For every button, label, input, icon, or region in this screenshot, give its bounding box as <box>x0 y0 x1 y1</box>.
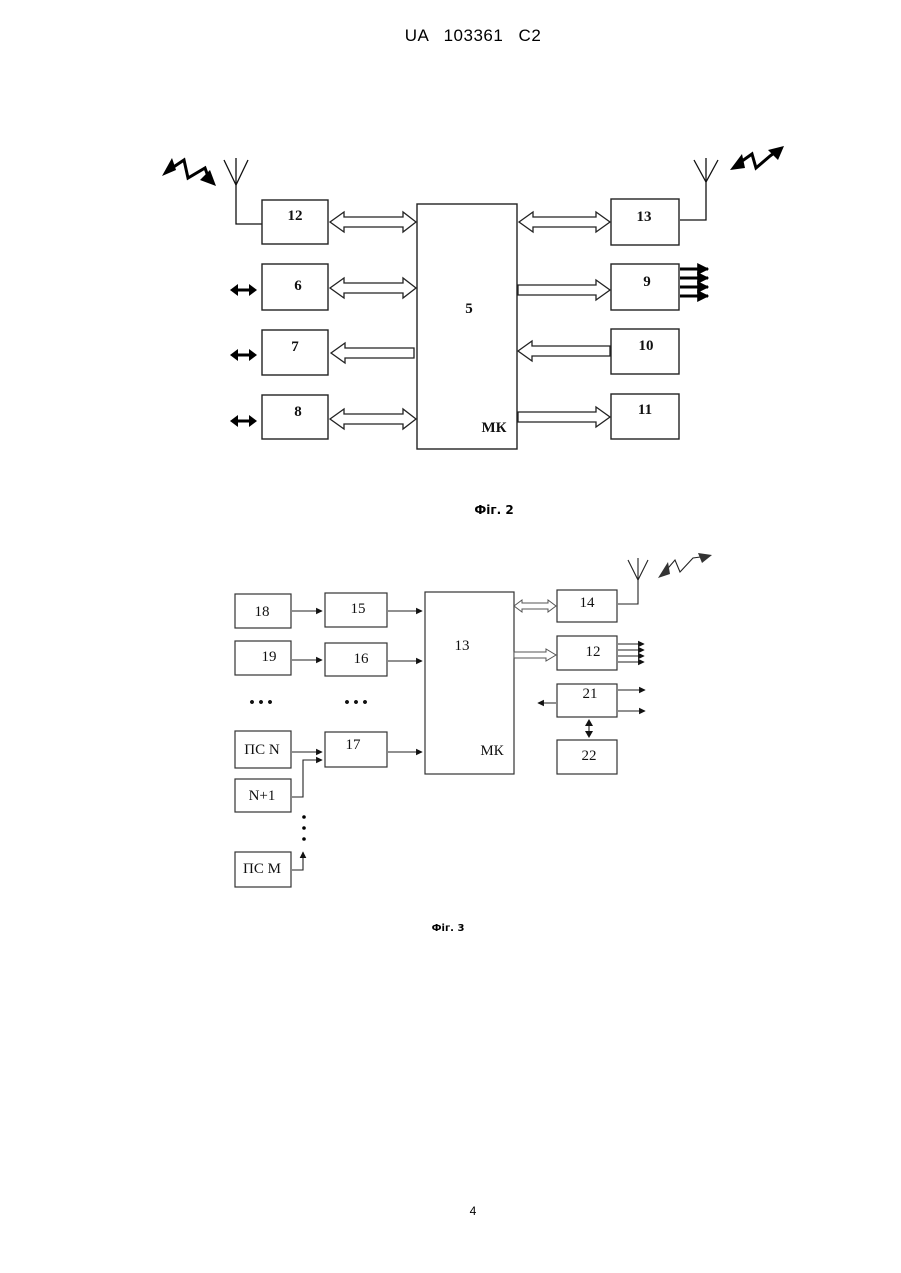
antenna-fig3-icon <box>618 558 648 604</box>
figure-2: 12 6 7 8 5 МК 13 9 10 11 <box>162 146 784 449</box>
arrow-n1-17 <box>292 760 322 797</box>
bus-13-14 <box>514 600 556 612</box>
figure-2-caption: Фіг. 2 <box>474 503 513 517</box>
outputs-9-icon <box>680 269 708 296</box>
block-9-label: 9 <box>643 274 651 290</box>
ellipsis-mid: • • • <box>344 695 367 711</box>
block-5-microcontroller <box>417 204 517 449</box>
arrow-psm-bus <box>292 852 303 870</box>
block-14-label: 14 <box>580 595 596 611</box>
block-12-label: 12 <box>288 208 303 224</box>
bus-5-11 <box>518 407 610 427</box>
bus-5-7 <box>331 343 414 363</box>
block-6-label: 6 <box>294 278 302 294</box>
io-arrow-8-icon <box>230 415 257 427</box>
radio-wave-right-icon <box>730 146 784 170</box>
block-19-label: 19 <box>262 649 277 665</box>
antenna-left-icon <box>224 158 262 224</box>
block-18-label: 18 <box>255 604 270 620</box>
block-16-label: 16 <box>354 651 370 667</box>
bus-5-13 <box>519 212 610 232</box>
bus-8-5 <box>330 409 416 429</box>
bus-6-5 <box>330 278 416 298</box>
arrow-21-22 <box>585 719 593 738</box>
block-13-label: 13 <box>637 209 652 225</box>
figure-3: 18 19 • • • ПС N N+1 ПС М 15 16 • • • 17… <box>235 553 712 887</box>
block-ps-m-label: ПС М <box>243 861 281 877</box>
block-10-label: 10 <box>639 338 654 354</box>
block-ps-n-label: ПС N <box>244 742 280 758</box>
block-n-plus-1-label: N+1 <box>249 788 276 804</box>
page-number: 4 <box>440 1204 506 1218</box>
block-12-label: 12 <box>586 644 601 660</box>
antenna-right-icon <box>680 158 718 220</box>
bus-12-5 <box>330 212 416 232</box>
io-arrow-7-icon <box>230 349 257 361</box>
block-11-label: 11 <box>638 402 652 418</box>
block-15-label: 15 <box>351 601 366 617</box>
block-21-label: 21 <box>583 686 598 702</box>
block-7-label: 7 <box>291 339 299 355</box>
block-13-label: 13 <box>455 638 470 654</box>
radio-wave-fig3-icon <box>658 553 712 578</box>
block-17-label: 17 <box>346 737 362 753</box>
outputs-12-icon <box>618 644 644 662</box>
ellipsis-left: • • • <box>249 695 272 711</box>
bus-13-12 <box>514 649 556 661</box>
block-5-label: 5 <box>465 301 473 317</box>
bus-10-5 <box>518 341 610 361</box>
vertical-dots <box>302 815 306 841</box>
radio-wave-left-icon <box>162 158 216 186</box>
figure-3-caption: Фіг. 3 <box>432 923 465 934</box>
io-arrow-6-icon <box>230 284 257 296</box>
bus-5-9 <box>518 280 610 300</box>
block-13-mk-label: МК <box>480 743 504 759</box>
block-5-mk-label: МК <box>481 420 506 436</box>
block-22-label: 22 <box>582 748 597 764</box>
block-8-label: 8 <box>294 404 302 420</box>
